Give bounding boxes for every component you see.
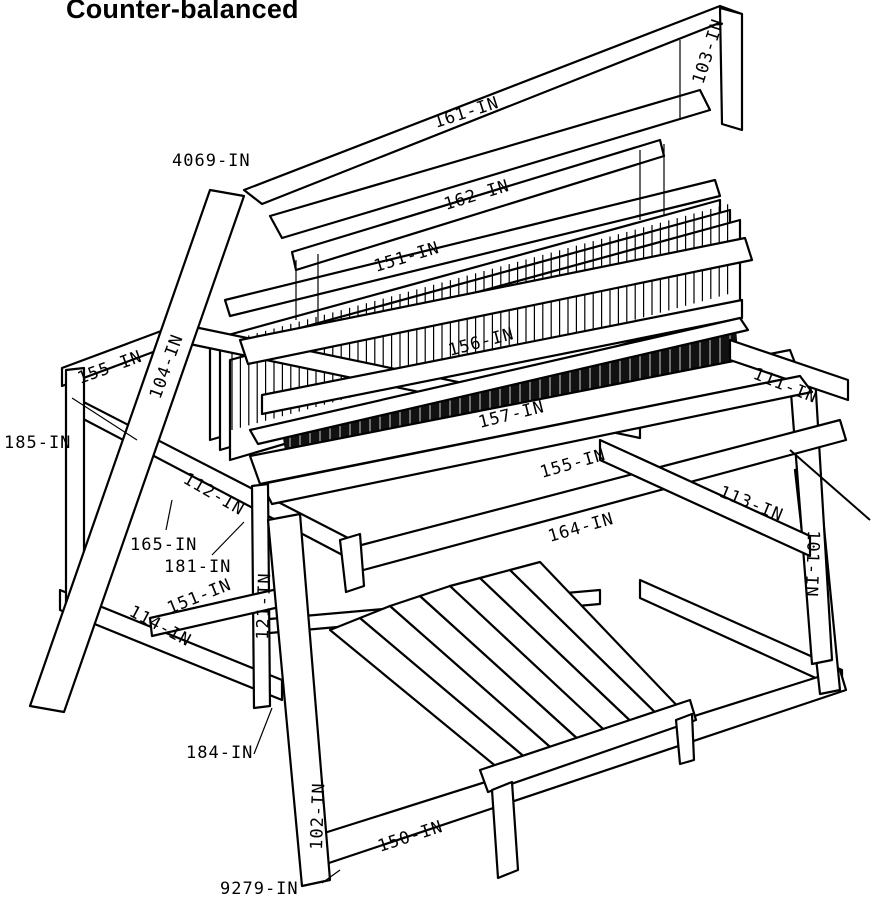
front-frame: [148, 338, 871, 888]
label-181: 181-IN: [164, 557, 231, 577]
label-155-mid: 155-IN: [538, 445, 608, 483]
label-161: 161-IN: [431, 93, 501, 133]
label-102: 102-IN: [307, 782, 329, 850]
label-101: 101-IN: [801, 530, 823, 598]
overhead-frame: [242, 4, 744, 330]
leader-lines: [71, 397, 341, 884]
treadles: [328, 560, 698, 880]
label-165: 165-IN: [130, 535, 197, 555]
label-9279: 9279-IN: [220, 879, 299, 899]
label-185: 185-IN: [4, 433, 71, 453]
label-121: 121-IN: [253, 572, 275, 640]
label-184: 184-IN: [186, 743, 253, 763]
label-4069: 4069-IN: [172, 151, 251, 171]
diagram-title: Counter-balanced: [66, 0, 299, 24]
